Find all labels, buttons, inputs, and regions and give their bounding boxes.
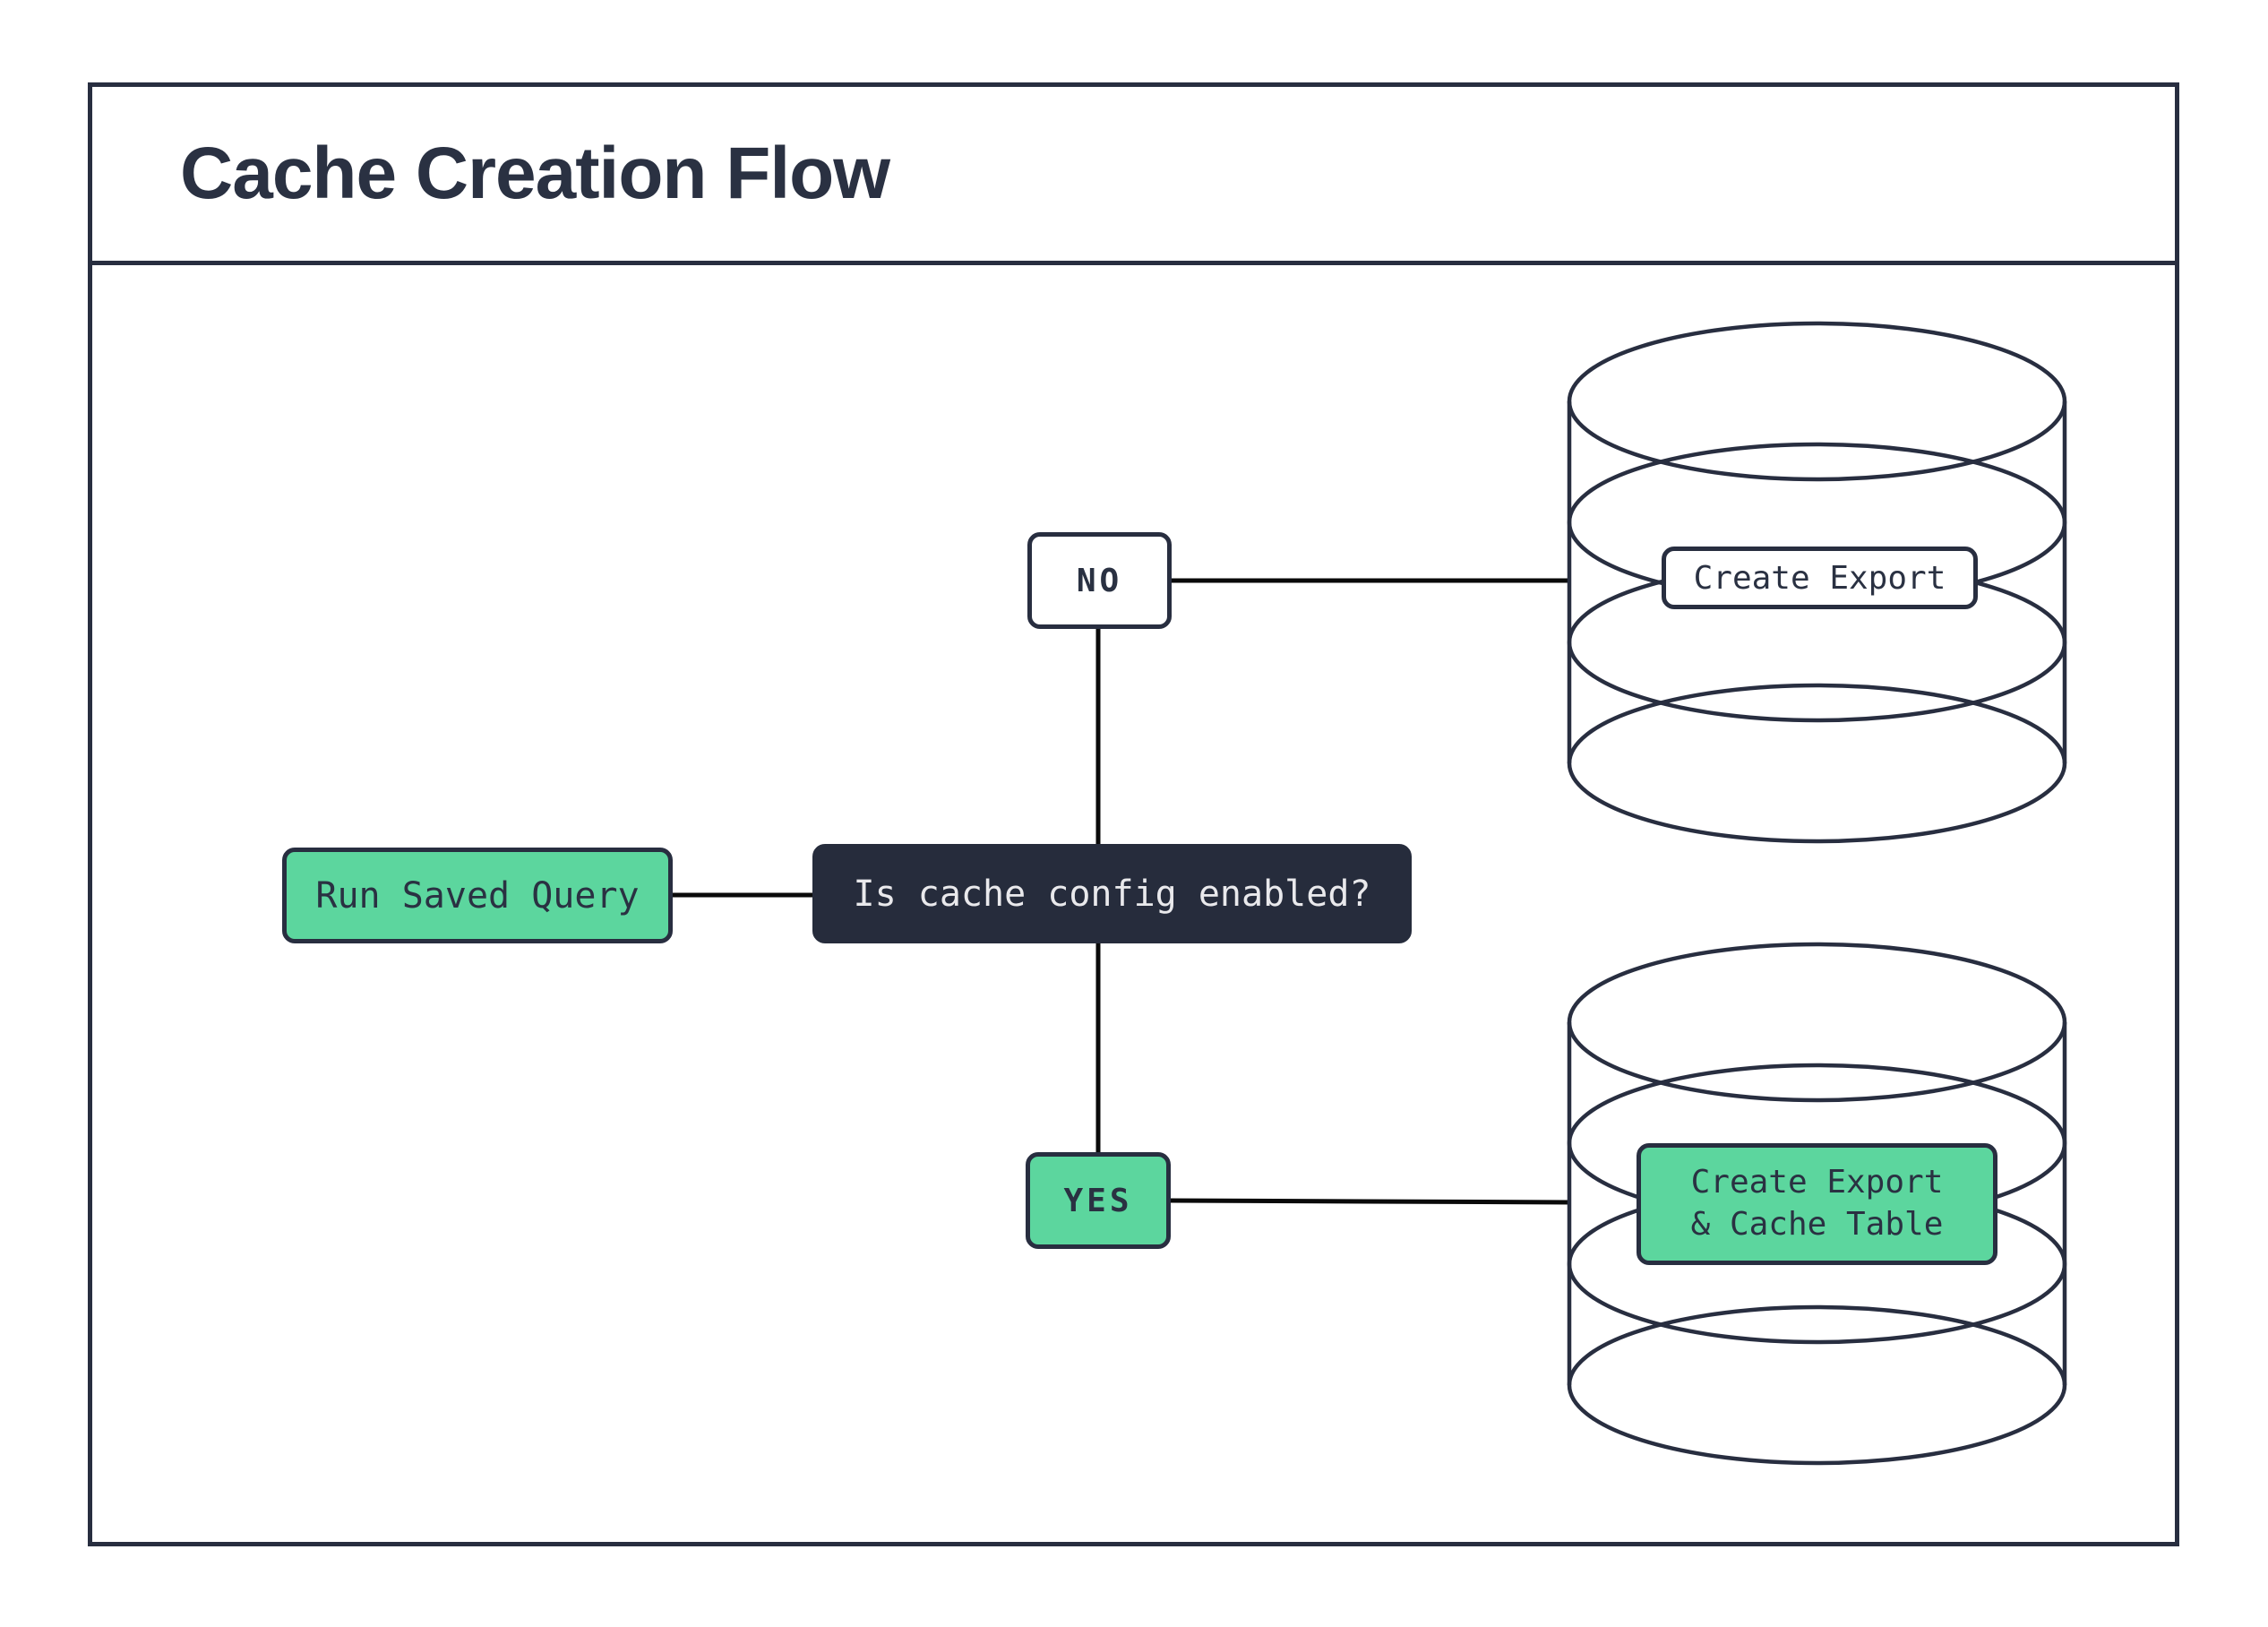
diagram-frame: Cache Creation Flow	[88, 82, 2179, 1546]
node-create-export-cache-table: Create Export & Cache Table	[1637, 1143, 1997, 1265]
node-create-export: Create Export	[1662, 547, 1978, 609]
diagram-title-bar: Cache Creation Flow	[92, 87, 2175, 265]
node-create-export-cache-line1: Create Export	[1690, 1164, 1944, 1201]
node-create-export-label: Create Export	[1693, 559, 1946, 597]
node-create-export-cache-line2: & Cache Table	[1690, 1206, 1944, 1243]
node-no-label: NO	[1076, 562, 1123, 599]
database-icon-top	[1567, 321, 2067, 844]
connector-yes-to-database	[1170, 1198, 1572, 1205]
page-title: Cache Creation Flow	[180, 133, 890, 214]
node-yes-branch: YES	[1026, 1152, 1171, 1249]
node-run-saved-query: Run Saved Query	[282, 848, 673, 943]
connector-lines	[673, 578, 1572, 1205]
node-yes-label: YES	[1063, 1182, 1133, 1219]
node-run-saved-query-label: Run Saved Query	[315, 874, 640, 917]
node-decision-cache-config: Is cache config enabled?	[812, 844, 1412, 943]
node-decision-label: Is cache config enabled?	[853, 873, 1371, 915]
node-no-branch: NO	[1027, 532, 1172, 629]
